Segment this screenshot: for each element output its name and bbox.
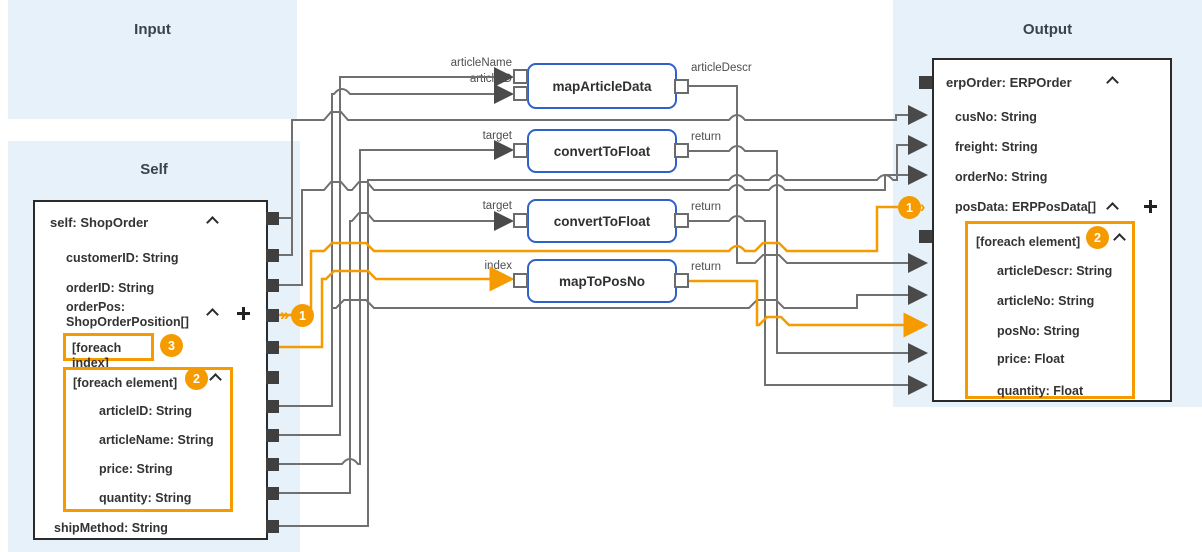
wire-article-id-to-article-no[interactable]	[332, 285, 928, 309]
port-article-name[interactable]	[266, 429, 279, 442]
field-price[interactable]: price: String	[99, 462, 173, 476]
wire-return1-to-price[interactable]	[688, 145, 928, 363]
self-node-header[interactable]: self: ShopOrder	[50, 215, 149, 230]
field-quantity[interactable]: quantity: String	[99, 491, 192, 505]
port-fn-input[interactable]	[513, 69, 528, 84]
port-article-id[interactable]	[266, 400, 279, 413]
field-article-descr[interactable]: articleDescr: String	[997, 264, 1113, 278]
self-foreach-element-box[interactable]: [foreach element] articleID: String arti…	[63, 367, 233, 512]
field-article-no[interactable]: articleNo: String	[997, 294, 1095, 308]
wire-article-id-to-fn[interactable]	[278, 84, 514, 407]
field-order-no[interactable]: orderNo: String	[955, 170, 1048, 184]
port-ship-method[interactable]	[266, 520, 279, 533]
field-order-id[interactable]: orderID: String	[66, 281, 155, 295]
field-quantity-float[interactable]: quantity: Float	[997, 384, 1084, 398]
function-name: convertToFloat	[553, 143, 651, 159]
field-customer-id[interactable]: customerID: String	[66, 251, 179, 265]
input-panel-title: Input	[134, 21, 171, 38]
wire-foreach-index-to-fn[interactable]	[278, 266, 515, 349]
field-freight[interactable]: freight: String	[955, 140, 1038, 154]
field-cus-no[interactable]: cusNo: String	[955, 110, 1037, 124]
wire-article-name-to-fn[interactable]	[278, 67, 514, 436]
port-output-foreach[interactable]	[919, 230, 932, 243]
wire-label-article-name: articleName	[450, 57, 512, 69]
output-foreach-header[interactable]: [foreach element]	[976, 235, 1081, 249]
field-pos-no[interactable]: posNo: String	[997, 324, 1080, 338]
foreach-index-box[interactable]: [foreach index]	[63, 333, 154, 370]
wire-quantity-to-fn[interactable]	[278, 211, 514, 494]
port-self-header[interactable]	[266, 212, 279, 225]
function-name: mapArticleData	[552, 78, 652, 94]
port-fn-input[interactable]	[513, 86, 528, 101]
wire-ship-method-to-freight[interactable]	[278, 135, 928, 527]
wire-label-article-descr: articleDescr	[691, 62, 752, 74]
wire-label-return-2: return	[691, 201, 722, 213]
badge-output-foreach: 2	[1086, 226, 1109, 249]
function-name: mapToPosNo	[558, 273, 645, 289]
port-order-pos[interactable]	[266, 309, 279, 322]
output-node-header[interactable]: erpOrder: ERPOrder	[946, 75, 1072, 90]
output-panel-title: Output	[1022, 21, 1073, 38]
function-map-article-data[interactable]: mapArticleData	[527, 63, 677, 109]
field-pos-data[interactable]: posData: ERPPosData[]	[955, 200, 1096, 214]
field-order-pos[interactable]: orderPos: ShopOrderPosition[]	[66, 300, 189, 329]
badge-pos-data: 1	[898, 196, 921, 219]
wire-label-return-3: return	[691, 261, 722, 273]
function-convert-to-float-2[interactable]: convertToFloat	[527, 199, 677, 243]
wire-label-target-1: target	[482, 130, 512, 142]
port-quantity[interactable]	[266, 487, 279, 500]
badge-foreach-index: 3	[160, 334, 183, 357]
field-article-id[interactable]: articleID: String	[99, 404, 193, 418]
port-fn-output[interactable]	[674, 273, 689, 288]
port-self-foreach[interactable]	[266, 371, 279, 384]
badge-self-foreach: 2	[185, 367, 208, 390]
wire-article-descr-out[interactable]	[688, 85, 928, 273]
self-node: self: ShopOrder customerID: String order…	[33, 200, 268, 540]
wire-return2-to-quantity[interactable]	[688, 215, 928, 395]
add-item-icon[interactable]	[1144, 200, 1157, 213]
self-panel-title: Self	[140, 161, 168, 178]
port-foreach-index[interactable]	[266, 341, 279, 354]
field-article-name[interactable]: articleName: String	[99, 433, 214, 447]
double-chevron-icon: »	[280, 305, 290, 324]
wire-price-to-fn[interactable]	[278, 140, 514, 465]
self-foreach-header[interactable]: [foreach element]	[73, 376, 178, 390]
output-foreach-element-box[interactable]: [foreach element] articleDescr: String a…	[965, 221, 1135, 399]
foreach-index-label: [foreach index]	[72, 341, 122, 370]
port-fn-input[interactable]	[513, 213, 528, 228]
wire-label-return-1: return	[691, 131, 722, 143]
port-fn-output[interactable]	[674, 79, 689, 94]
field-ship-method[interactable]: shipMethod: String	[54, 521, 168, 535]
output-node: erpOrder: ERPOrder cusNo: String freight…	[932, 58, 1172, 402]
port-fn-input[interactable]	[513, 273, 528, 288]
function-map-to-pos-no[interactable]: mapToPosNo	[527, 259, 677, 303]
port-output-header[interactable]	[919, 76, 932, 89]
wire-return3-to-pos-no[interactable]	[688, 279, 929, 338]
wire-customer-id-to-cus-no[interactable]	[278, 105, 928, 256]
port-price[interactable]	[266, 458, 279, 471]
field-price-float[interactable]: price: Float	[997, 352, 1065, 366]
port-customer-id[interactable]	[266, 249, 279, 262]
badge-order-pos: 1	[291, 304, 314, 327]
port-fn-output[interactable]	[674, 213, 689, 228]
function-name: convertToFloat	[553, 213, 651, 229]
wire-order-id-to-order-no[interactable]	[278, 165, 928, 286]
add-item-icon[interactable]	[237, 307, 250, 320]
port-fn-input[interactable]	[513, 143, 528, 158]
input-panel: Input	[8, 0, 297, 119]
wire-order-pos-to-pos-data[interactable]	[278, 205, 898, 317]
port-order-id[interactable]	[266, 279, 279, 292]
wire-label-target-2: target	[482, 200, 512, 212]
port-fn-output[interactable]	[674, 143, 689, 158]
